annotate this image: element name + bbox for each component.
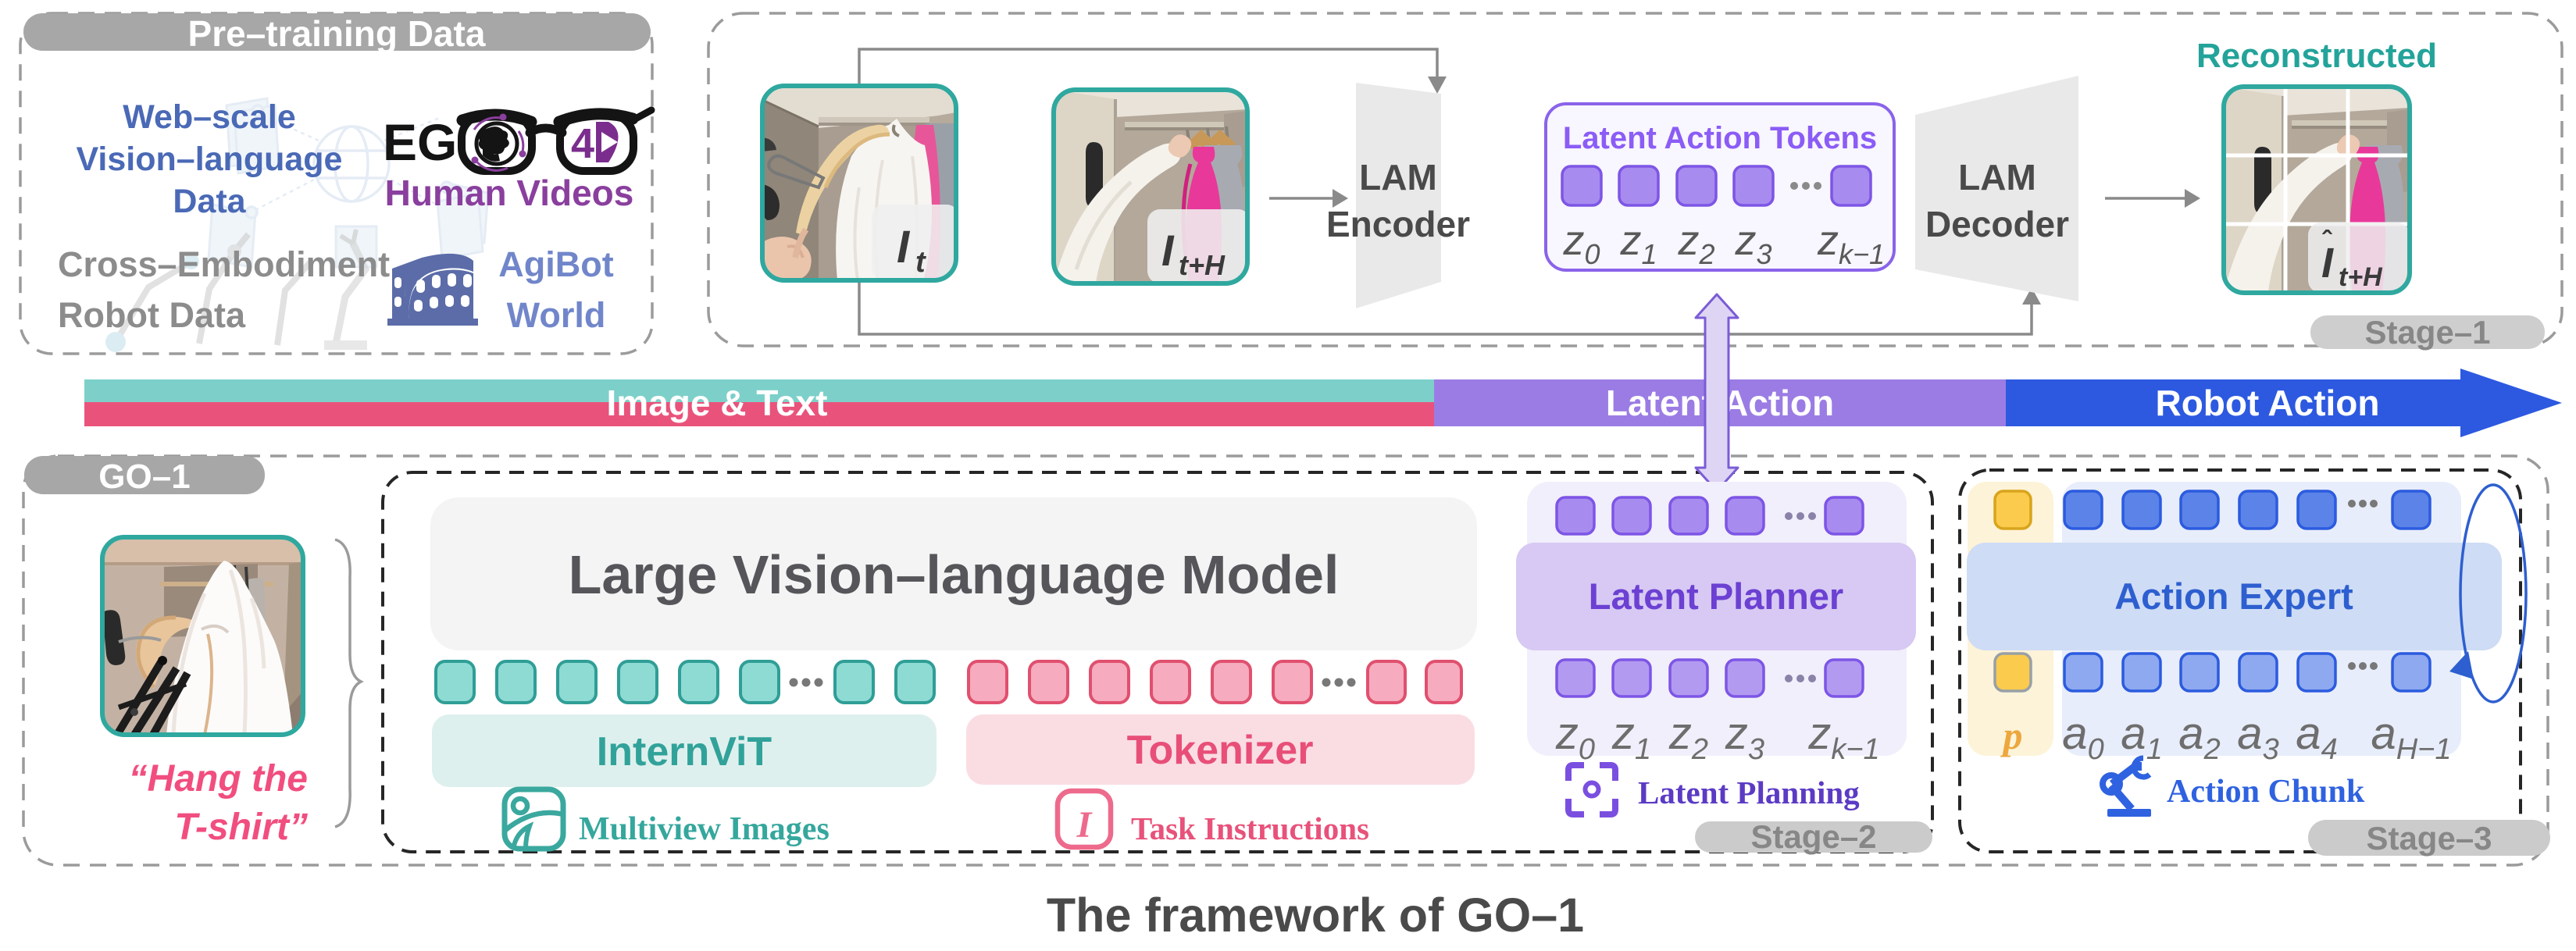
svg-text:AgiBot: AgiBot [498,244,613,284]
svg-text:I: I [897,222,911,272]
svg-text:Reconstructed: Reconstructed [2196,37,2437,75]
svg-text:Stage–3: Stage–3 [2366,820,2492,857]
svg-text:I: I [1161,226,1175,275]
svg-text:Latent Planner: Latent Planner [1589,575,1843,617]
svg-text:“Hang the: “Hang the [129,758,308,800]
svg-text:GO–1: GO–1 [98,458,190,496]
svg-text:Robot Data: Robot Data [58,295,246,335]
svg-text:Encoder: Encoder [1326,204,1470,244]
svg-text:Image & Text: Image & Text [607,383,828,423]
svg-text:Web–scale: Web–scale [123,98,296,136]
svg-text:The framework of GO–1: The framework of GO–1 [1047,889,1584,942]
svg-text:Latent Planning: Latent Planning [1638,775,1860,810]
svg-text:Cross–Embodiment: Cross–Embodiment [58,244,390,284]
svg-text:Multiview Images: Multiview Images [579,811,830,847]
svg-text:ˆ: ˆ [2322,225,2332,257]
svg-text:Data: Data [173,183,246,220]
svg-text:p: p [2000,714,2023,757]
svg-text:Decoder: Decoder [1925,204,2069,244]
svg-text:a0: a0 [2062,708,2103,766]
svg-text:Task Instructions: Task Instructions [1131,810,1369,846]
svg-text:LAM: LAM [1958,157,2036,198]
svg-text:Robot Action: Robot Action [2155,383,2379,423]
svg-text:Stage–1: Stage–1 [2364,314,2490,351]
svg-text:a3: a3 [2237,708,2278,766]
svg-text:Pre–training Data: Pre–training Data [188,13,486,54]
svg-text:t: t [915,246,926,279]
svg-text:InternViT: InternViT [597,729,772,775]
svg-text:LAM: LAM [1359,157,1437,198]
svg-text:World: World [507,295,606,335]
svg-text:Large Vision–language Model: Large Vision–language Model [569,544,1340,605]
svg-text:Action Chunk: Action Chunk [2167,774,2365,810]
svg-text:EG: EG [383,113,457,171]
svg-text:z0: z0 [1562,217,1600,270]
svg-text:t+H: t+H [2339,262,2383,292]
svg-text:Human Videos: Human Videos [385,173,634,213]
svg-text:I: I [1076,804,1094,846]
svg-text:z1: z1 [1619,217,1657,270]
svg-text:Vision–language: Vision–language [77,141,343,178]
svg-text:Action Expert: Action Expert [2114,575,2353,617]
svg-text:Latent Action Tokens: Latent Action Tokens [1563,121,1877,155]
svg-text:Tokenizer: Tokenizer [1127,728,1314,773]
svg-text:4: 4 [571,120,594,167]
svg-text:I: I [2321,240,2334,287]
svg-text:T-shirt”: T-shirt” [174,807,308,848]
svg-text:t+H: t+H [1179,249,1226,281]
svg-text:Stage–2: Stage–2 [1750,818,1876,855]
